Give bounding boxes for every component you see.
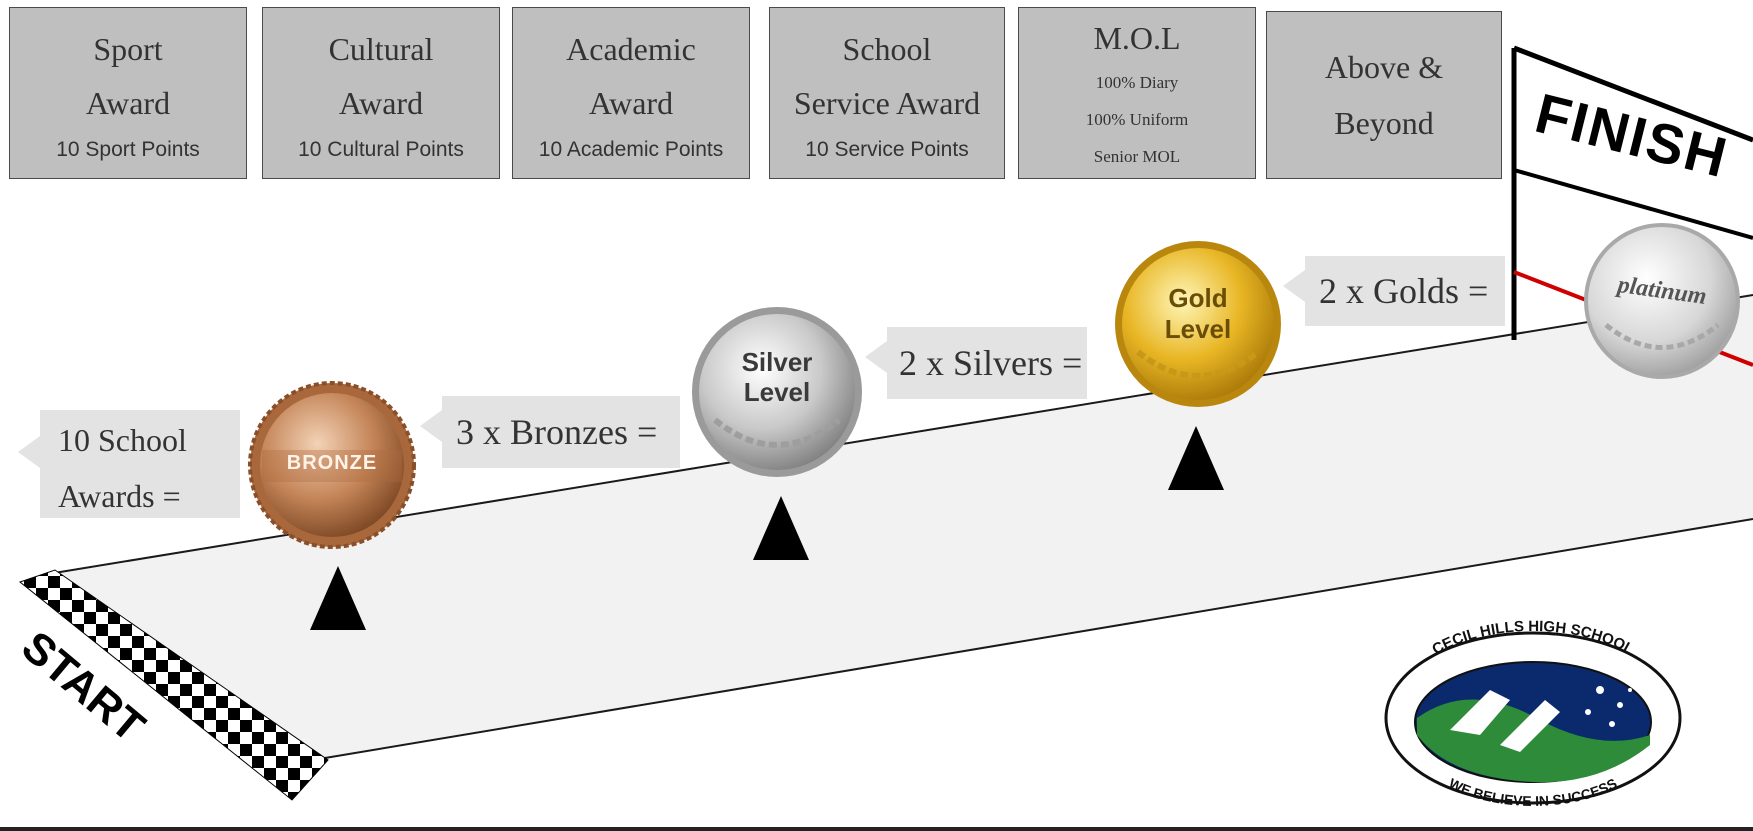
award-points: 10 Sport Points [56,138,200,161]
award-title: Award [338,85,424,121]
gold-medal-label-1: Gold [1168,283,1228,313]
arrow-up-icon [310,566,366,630]
award-box-above-beyond: Above & Beyond [1266,11,1502,179]
bubble-golds: 2 x Golds = [1305,256,1505,326]
silver-medal-label-1: Silver [741,347,813,377]
track-edge-bottom [324,518,1753,759]
award-title: Academic [566,31,696,67]
bubble-silvers: 2 x Silvers = [887,327,1087,399]
bubble-school-awards-line-2: Awards = [58,478,181,514]
bubble-tail [420,410,442,442]
award-points: 10 Academic Points [538,138,724,161]
bubble-tail [865,341,887,373]
award-title: Service Award [793,85,981,121]
bubble-tail [1283,270,1305,302]
mol-line-uniform: 100% Uniform [1085,109,1189,129]
above-line-1: Above & [1324,49,1444,85]
award-box-cultural: Cultural Award 10 Cultural Points [262,7,500,179]
mol-line-senior: Senior MOL [1093,146,1181,166]
gold-medal-icon [1115,241,1281,407]
silver-medal-icon [692,307,862,477]
award-points: 10 Service Points [805,138,969,161]
award-title: Cultural [328,31,434,67]
mol-title: M.O.L [1093,19,1181,56]
track-surface [48,295,1753,758]
arrow-up-icon [753,496,809,560]
mol-line-diary: 100% Diary [1095,72,1179,92]
award-box-sport: Sport Award 10 Sport Points [9,7,247,179]
award-box-mol: M.O.L 100% Diary 100% Uniform Senior MOL [1018,7,1256,179]
award-title: School [842,31,932,67]
above-line-2: Beyond [1334,105,1434,141]
award-title: Sport [93,31,163,67]
bubble-tail [18,436,40,468]
award-title: Award [588,85,674,121]
bubble-school-awards-line-1: 10 School [58,422,187,458]
bottom-border [0,827,1753,831]
school-logo: CECIL HILLS HIGH SCHOOL WE BELIEVE IN SU… [1384,618,1682,809]
award-box-academic: Academic Award 10 Academic Points [512,7,750,179]
bronze-medal-label: BRONZE [286,452,378,474]
silver-medal-label-2: Level [743,377,811,407]
award-title: Award [85,85,171,121]
bubble-school-awards: 10 School Awards = [40,410,240,518]
gold-medal-label-2: Level [1164,314,1232,344]
platinum-medal-icon [1584,223,1740,379]
arrow-up-icon [1168,426,1224,490]
bronze-medal-icon [248,381,416,549]
start-checkered-band [18,569,329,801]
award-box-school-service: School Service Award 10 Service Points [769,7,1005,179]
bubble-bronzes: 3 x Bronzes = [442,396,680,468]
award-points: 10 Cultural Points [298,138,464,161]
